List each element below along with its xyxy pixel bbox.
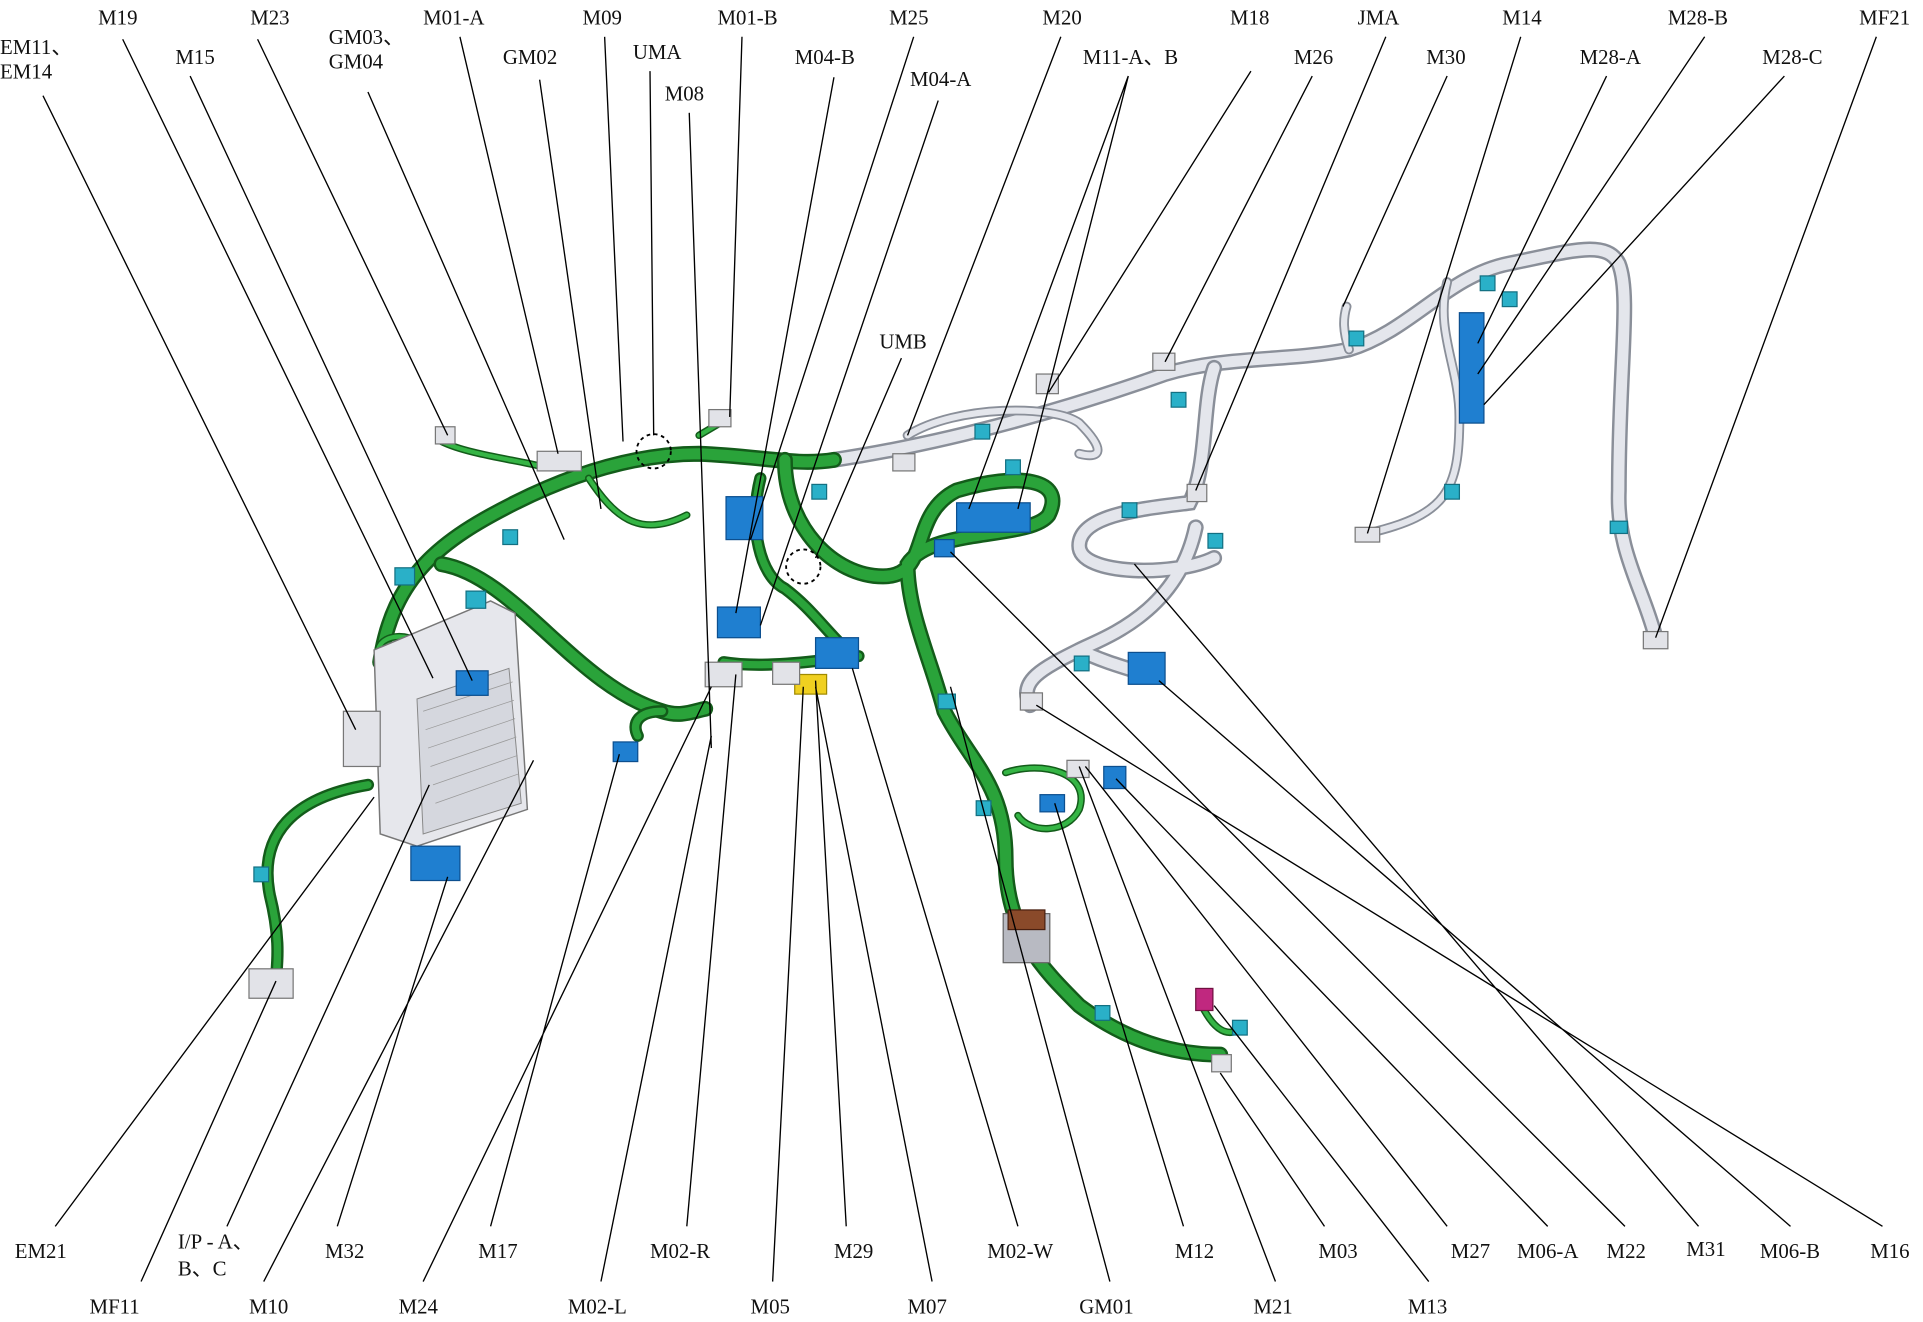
- label-m14: M14: [1502, 6, 1542, 30]
- label-gm03-gm04: GM03、GM04: [329, 25, 404, 74]
- label-m11-ab: M11-A、B: [1083, 45, 1178, 69]
- label-m15: M15: [175, 45, 214, 69]
- label-m21: M21: [1253, 1294, 1292, 1318]
- label-m02-w: M02-W: [987, 1239, 1053, 1263]
- label-m17: M17: [478, 1239, 517, 1263]
- label-mf11: MF11: [90, 1294, 140, 1318]
- harness-clips: [253, 275, 1629, 1036]
- label-umb: UMB: [879, 329, 926, 353]
- label-m09: M09: [583, 6, 622, 30]
- harness-drawing: [248, 241, 1669, 1073]
- label-m05: M05: [751, 1294, 790, 1318]
- label-m03: M03: [1318, 1239, 1357, 1263]
- label-m23: M23: [250, 6, 289, 30]
- label-m30: M30: [1426, 45, 1465, 69]
- label-m04-a: M04-A: [910, 67, 971, 91]
- label-gm01: GM01: [1079, 1294, 1133, 1318]
- label-ip-abc: I/P - A、B、C: [178, 1229, 254, 1280]
- label-m07: M07: [908, 1294, 947, 1318]
- label-m12: M12: [1175, 1239, 1214, 1263]
- label-m06-a: M06-A: [1517, 1239, 1578, 1263]
- label-uma: UMA: [633, 40, 682, 64]
- label-m19: M19: [98, 6, 137, 30]
- label-gm02: GM02: [503, 45, 557, 69]
- callout-labels: EM11、EM14 M19 M15 M23 GM03、GM04 M01-A GM…: [0, 6, 1910, 1319]
- label-m18: M18: [1230, 6, 1269, 30]
- label-m04-b: M04-B: [795, 45, 855, 69]
- label-m29: M29: [834, 1239, 873, 1263]
- label-m22: M22: [1607, 1239, 1646, 1263]
- label-em11-em14: EM11、EM14: [0, 35, 72, 84]
- label-m01-b: M01-B: [717, 6, 777, 30]
- label-em21: EM21: [15, 1239, 67, 1263]
- label-m02-r: M02-R: [650, 1239, 710, 1263]
- label-m25: M25: [889, 6, 928, 30]
- label-m24: M24: [399, 1294, 439, 1318]
- label-m27: M27: [1451, 1239, 1490, 1263]
- label-jma: JMA: [1358, 6, 1400, 30]
- label-m26: M26: [1294, 45, 1333, 69]
- label-m16: M16: [1870, 1239, 1909, 1263]
- label-m20: M20: [1042, 6, 1081, 30]
- label-m02-l: M02-L: [568, 1294, 627, 1318]
- secondary-harness: [825, 241, 1664, 714]
- leader-lines: [42, 36, 1883, 1282]
- label-m10: M10: [249, 1294, 288, 1318]
- label-mf21: MF21: [1859, 6, 1910, 30]
- label-m06-b: M06-B: [1760, 1239, 1820, 1263]
- main-harness: [261, 415, 1243, 1063]
- label-m28-c: M28-C: [1762, 45, 1822, 69]
- label-m08: M08: [665, 82, 704, 106]
- label-m28-a: M28-A: [1580, 45, 1641, 69]
- label-m32: M32: [325, 1239, 364, 1263]
- label-m13: M13: [1408, 1294, 1447, 1318]
- label-m31: M31: [1686, 1237, 1725, 1261]
- label-m01-a: M01-A: [423, 6, 484, 30]
- fuse-box: [342, 600, 529, 882]
- label-m28-b: M28-B: [1668, 6, 1728, 30]
